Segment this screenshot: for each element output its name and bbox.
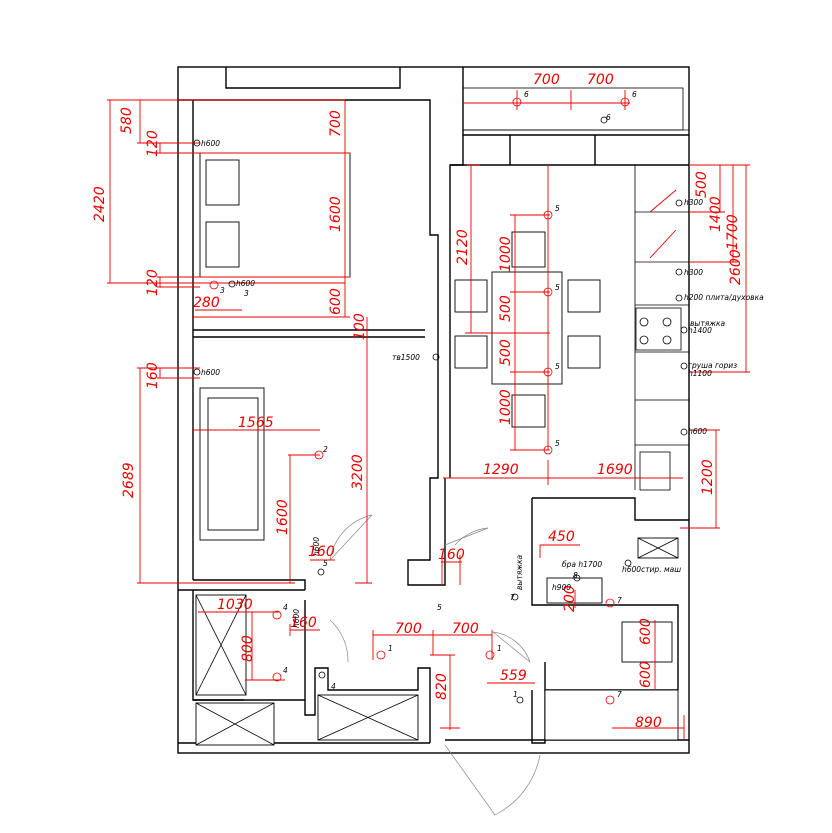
dim-label: 1200 [700,459,716,495]
dim-label: 1000 [498,389,514,425]
dim-label: 1400 [708,196,724,232]
dim-label: 200 [562,585,578,612]
dim-label: 160 [438,547,465,563]
note: h300 [684,198,703,207]
marker: 7 [510,593,515,602]
marker: 5 [555,439,560,448]
chair [511,394,546,428]
marker: 1 [388,644,393,653]
dim-label: 600 [328,288,344,315]
note: h600 [201,368,220,377]
dimension-labels: 580 2420 120 120 700 1600 600 280 100 32… [92,72,744,731]
marker: 2 [323,445,328,454]
note: вытяжка [690,319,726,328]
marker: 7 [617,690,622,699]
marker: 5 [323,559,328,568]
doors [329,514,541,816]
marker: 5 [437,603,442,612]
marker: 4 [283,603,288,612]
dim-label: 580 [119,107,135,134]
dim-label: 559 [500,668,527,684]
dim-label: 820 [434,673,450,700]
dim-label: 700 [328,110,344,137]
note: h1100 [688,369,712,378]
note: тв1500 [392,353,420,362]
dim-label: 100 [352,313,368,340]
note: h200 плита/духовка [684,293,764,302]
dim-label: 500 [694,171,710,198]
dim-label: 2420 [92,186,108,222]
furniture [195,87,684,746]
dim-label: 1690 [597,462,633,478]
marker: 3 [220,286,225,295]
chair [567,279,601,313]
chair [454,335,488,369]
dim-label: 600 [638,618,654,645]
note: вытяжка [515,554,524,590]
dim-label: 1290 [483,462,519,478]
note: h600 [688,427,707,436]
marker: 8 [573,571,578,580]
marker: 6 [606,113,611,122]
dim-label: 3200 [350,454,366,490]
note: h300 [684,268,703,277]
dim-label: 1700 [725,214,741,250]
dim-label: 2600 [728,249,744,285]
chair [567,335,601,369]
pillow [205,159,240,206]
dim-label: 700 [587,72,614,88]
marker: 7 [617,596,622,605]
dim-label: 120 [145,269,161,296]
marker: 5 [555,362,560,371]
marker: 5 [555,204,560,213]
dining-table [491,271,563,385]
dim-label: 450 [548,529,575,545]
dim-label: 1000 [498,236,514,272]
marker-numbers: 6 6 6 5 5 5 5 2 3 3 4 4 4 5 5 1 1 1 7 7 … [220,90,637,699]
dim-label: 160 [145,362,161,389]
dim-label: 600 [638,661,654,688]
marker: 5 [555,283,560,292]
dim-label: 890 [635,715,662,731]
note: h600 [201,139,220,148]
dim-label: 1565 [238,415,274,431]
wall-symbols [193,116,688,704]
pillow [205,221,240,268]
dimension-lines [107,90,750,740]
marker: 4 [283,666,288,675]
marker: 6 [632,90,637,99]
marker: 1 [513,690,518,699]
dim-label: 700 [395,621,422,637]
note: груша гориз [688,361,737,370]
note: h600стир. маш [622,565,681,574]
chair [511,231,546,268]
dim-label: 160 [308,544,335,560]
note: h1400 [688,326,712,335]
note: h600 [236,279,255,288]
dim-label: 700 [533,72,560,88]
note: h600 [312,537,321,556]
dim-label: 2120 [455,229,471,265]
note: бра h1700 [562,560,602,569]
dim-label: 2689 [121,462,137,498]
annotations: h600 h600 h600 тв1500 h300 h300 h200 пли… [201,139,764,628]
marker: 4 [331,682,336,691]
dim-label: 800 [240,635,256,662]
note: h600 [292,609,301,628]
socket-marks [209,97,630,705]
marker: 1 [497,644,502,653]
dim-label: 1600 [328,196,344,232]
dim-label: 280 [193,295,220,311]
dim-label: 1600 [275,499,291,535]
dim-label: 500 [498,339,514,366]
marker: 6 [524,90,529,99]
note: h900 [552,583,571,592]
dim-label: 1030 [217,597,253,613]
dim-label: 500 [498,295,514,322]
dim-label: 700 [452,621,479,637]
dim-label: 160 [290,615,317,631]
dim-label: 120 [145,130,161,157]
marker: 3 [244,289,249,298]
